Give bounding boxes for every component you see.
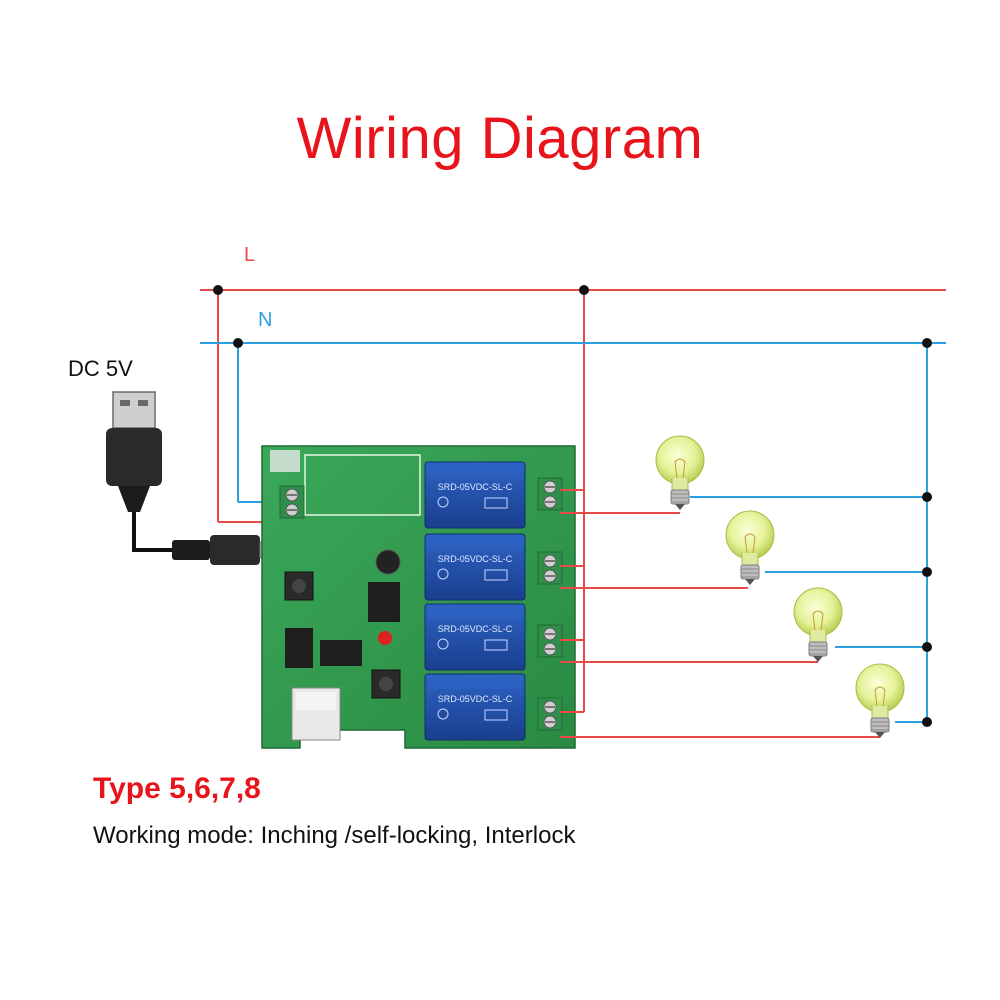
neutral-line-label: N	[258, 309, 273, 331]
relay-2	[424, 533, 526, 601]
relay-4	[424, 673, 526, 741]
relay-1	[424, 461, 526, 529]
relay-marking: SRD-05VDC-SL-C	[438, 624, 513, 634]
live-bus	[200, 289, 946, 712]
light-bulb-icon	[793, 587, 843, 663]
live-line-label: L	[244, 244, 256, 266]
relay-wiring	[560, 489, 880, 738]
relay-3	[424, 603, 526, 671]
type-label: Type 5,6,7,8	[93, 772, 261, 805]
power-terminal	[279, 485, 305, 519]
relay-marking: SRD-05VDC-SL-C	[438, 554, 513, 564]
light-bulb-icon	[725, 510, 775, 586]
light-bulb-icon	[855, 663, 905, 739]
relay-marking: SRD-05VDC-SL-C	[438, 482, 513, 492]
working-mode-label: Working mode: Inching /self-locking, Int…	[93, 822, 576, 849]
relay-marking: SRD-05VDC-SL-C	[438, 694, 513, 704]
neutral-bus	[200, 342, 946, 723]
relay-board	[261, 445, 576, 749]
power-supply-label: DC 5V	[68, 356, 133, 381]
junction-dots	[213, 285, 932, 727]
light-bulb-icon	[655, 435, 705, 511]
page-title: Wiring Diagram	[296, 106, 704, 171]
usb-plug-icon	[106, 391, 279, 565]
